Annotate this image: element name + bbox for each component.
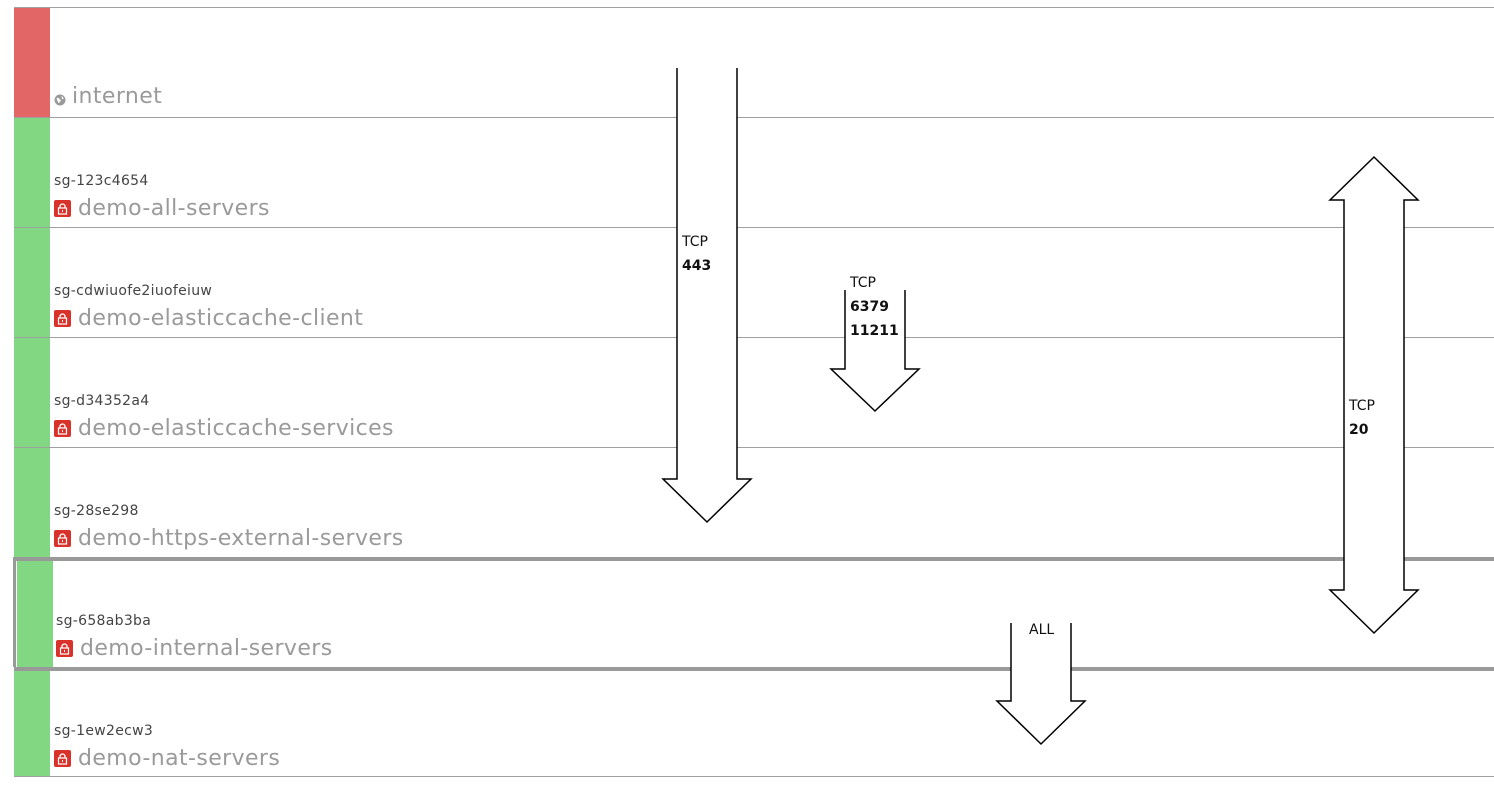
sg-stripe xyxy=(14,338,50,447)
flow-port: 443 xyxy=(682,258,712,274)
flow-protocol: TCP xyxy=(682,234,708,250)
sg-name: demo-nat-servers xyxy=(78,746,281,771)
internet-row[interactable]: internet xyxy=(14,7,1494,117)
flow-port: 20 xyxy=(1349,422,1369,438)
security-group-row[interactable]: sg-cdwiuofe2iuofeiuw demo-elasticcache-c… xyxy=(14,227,1494,337)
sg-name: demo-all-servers xyxy=(78,196,270,221)
flow-label-6379-11211: TCP 6379 11211 xyxy=(850,271,899,343)
sg-name: demo-https-external-servers xyxy=(78,526,404,551)
lock-icon xyxy=(54,530,71,547)
sg-id: sg-1ew2ecw3 xyxy=(54,723,154,739)
lock-icon xyxy=(54,310,71,327)
internet-label: internet xyxy=(72,84,163,109)
flow-port: 6379 xyxy=(850,299,889,315)
security-group-row[interactable]: sg-d34352a4 demo-elasticcache-services xyxy=(14,337,1494,447)
lock-icon xyxy=(54,420,71,437)
lock-icon xyxy=(56,640,73,657)
lock-icon xyxy=(54,200,71,217)
flow-label-all: ALL xyxy=(1029,618,1054,642)
flow-protocol: TCP xyxy=(1349,398,1375,414)
globe-icon xyxy=(54,94,66,105)
sg-stripe xyxy=(17,561,53,667)
lock-icon xyxy=(54,750,71,767)
security-group-row-selected[interactable]: sg-658ab3ba demo-internal-servers xyxy=(13,557,1494,667)
sg-id: sg-123c4654 xyxy=(54,173,149,189)
flow-label-20: TCP 20 xyxy=(1349,394,1375,442)
internet-stripe xyxy=(14,8,50,117)
sg-id: sg-cdwiuofe2iuofeiuw xyxy=(54,283,213,299)
flow-protocol: TCP xyxy=(850,275,876,291)
sg-id: sg-d34352a4 xyxy=(54,393,150,409)
flow-protocol: ALL xyxy=(1029,622,1055,638)
sg-stripe xyxy=(14,671,50,776)
security-group-row[interactable]: sg-123c4654 demo-all-servers xyxy=(14,117,1494,227)
sg-id: sg-28se298 xyxy=(54,503,139,519)
flow-port: 11211 xyxy=(850,323,899,339)
security-group-row[interactable]: sg-28se298 demo-https-external-servers xyxy=(14,447,1494,557)
sg-name: demo-elasticcache-client xyxy=(78,306,364,331)
sg-stripe xyxy=(14,228,50,337)
sg-id: sg-658ab3ba xyxy=(56,613,152,629)
flow-label-443: TCP 443 xyxy=(682,230,711,278)
security-group-rows: internet sg-123c4654 demo-all-servers sg… xyxy=(13,7,1494,777)
sg-name: demo-elasticcache-services xyxy=(78,416,394,441)
sg-stripe xyxy=(14,118,50,227)
security-group-row[interactable]: sg-1ew2ecw3 demo-nat-servers xyxy=(14,667,1494,777)
sg-stripe xyxy=(14,448,50,557)
sg-name: demo-internal-servers xyxy=(80,636,333,661)
